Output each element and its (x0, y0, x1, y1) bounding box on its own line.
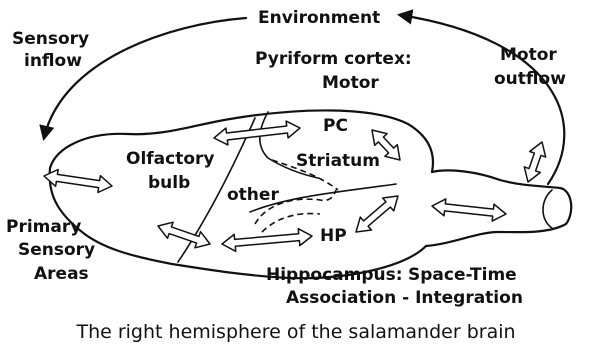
label-primary-2: Sensory (18, 240, 95, 260)
label-hp: HP (320, 226, 347, 246)
label-primary-1: Primary (6, 217, 81, 237)
double-arrow-bulb-pc (214, 121, 300, 145)
double-arrow-outflow-start (524, 142, 545, 182)
label-space-time: Space-Time (408, 265, 517, 285)
label-sensory-inflow-2: inflow (24, 51, 82, 71)
hp-boundary-low (262, 214, 320, 232)
hemisphere-outline (50, 110, 572, 278)
label-striatum: Striatum (296, 151, 380, 171)
label-sensory-inflow-1: Sensory (12, 29, 89, 49)
label-primary-3: Areas (34, 264, 89, 284)
label-environment: Environment (258, 8, 380, 28)
figure-caption: The right hemisphere of the salamander b… (75, 321, 515, 343)
label-motor-outflow-2: outflow (494, 69, 566, 89)
double-arrow-hp-striatum (356, 196, 398, 232)
double-arrow-space-time (432, 199, 506, 221)
cord-end (543, 190, 552, 228)
double-headed-arrow (44, 121, 546, 251)
double-arrow-bulb-ventral (158, 222, 210, 248)
label-association: Association - Integration (286, 288, 523, 308)
double-arrow-sensory-entry (44, 170, 112, 193)
label-pc: PC (323, 116, 348, 136)
label-hippocampus: Hippocampus: (266, 265, 403, 285)
label-motor-outflow-1: Motor (500, 45, 557, 65)
label-pyriform-2: Motor (322, 73, 379, 93)
label-pyriform-1: Pyriform cortex: (255, 49, 412, 69)
label-olfactory-1: Olfactory (126, 149, 215, 169)
double-arrow-ventral-hp (222, 229, 312, 252)
label-other: other (227, 185, 279, 205)
label-olfactory-2: bulb (148, 173, 190, 193)
